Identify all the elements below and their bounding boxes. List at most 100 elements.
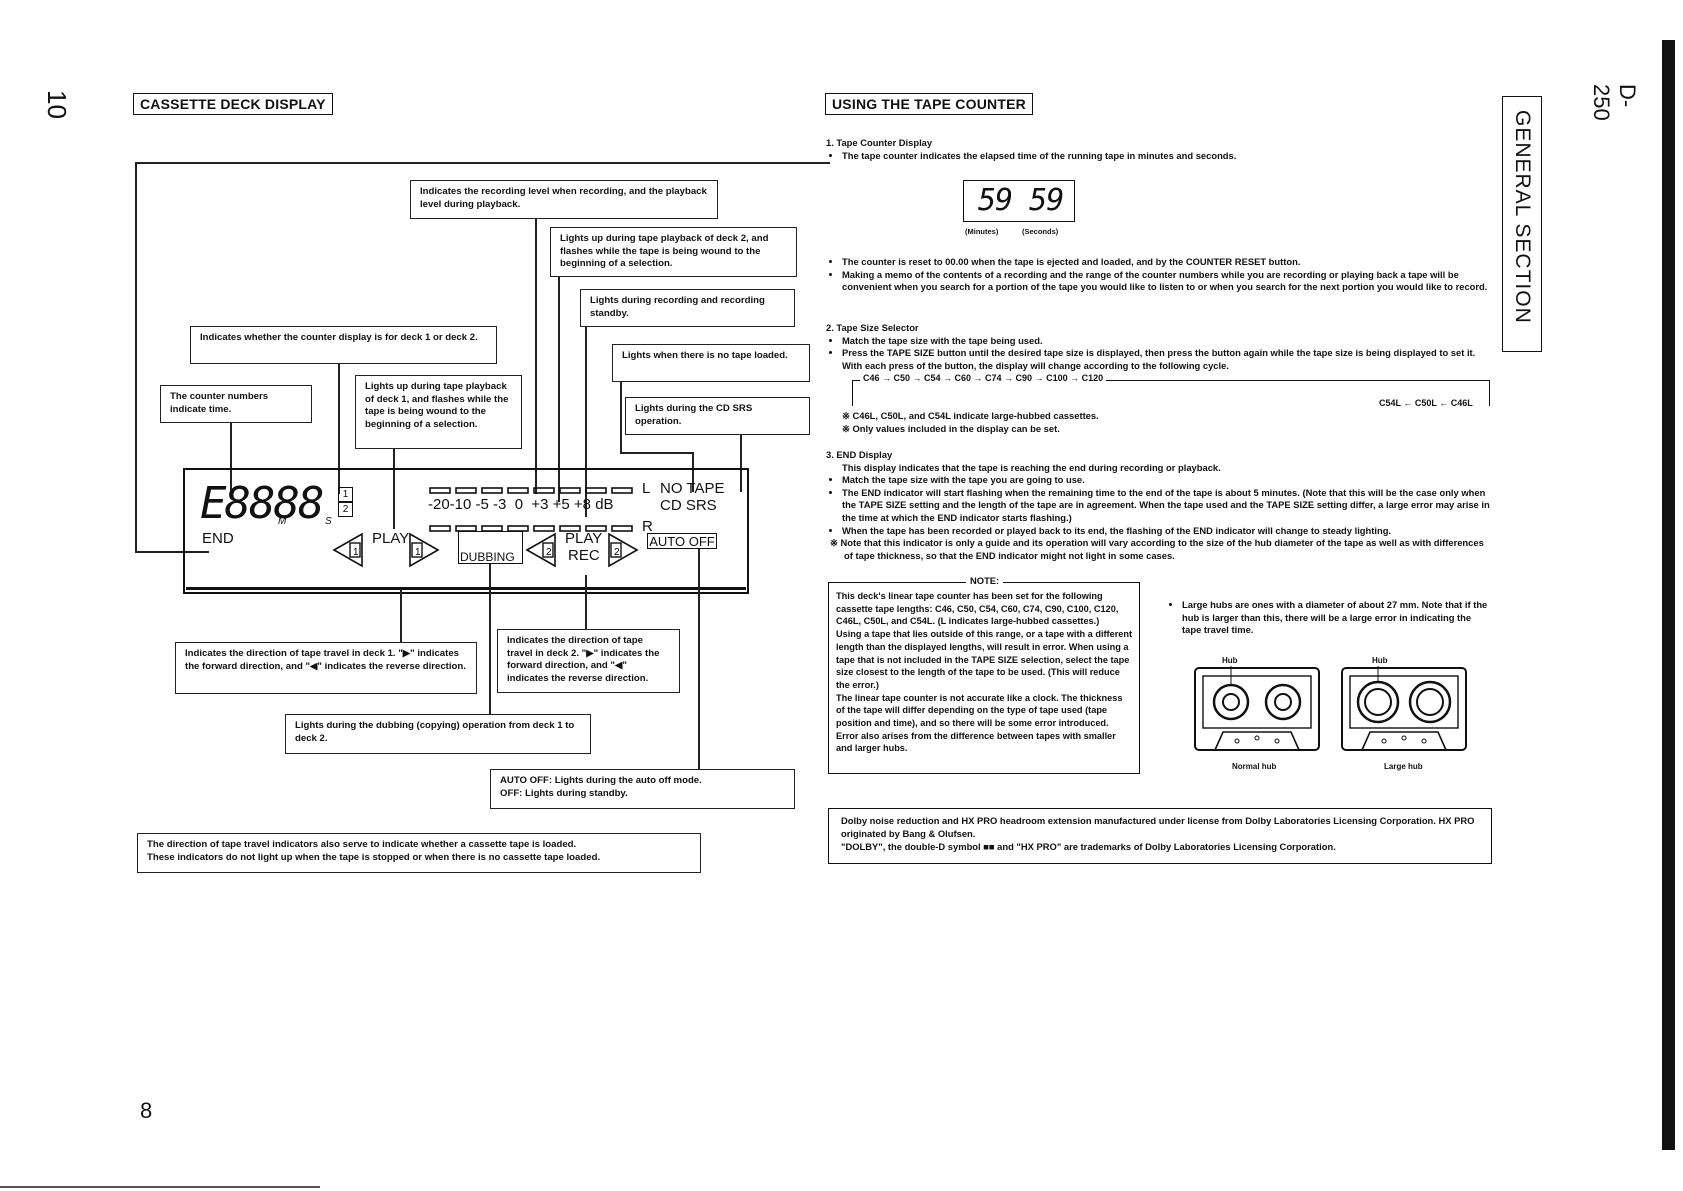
side-section-label: GENERAL SECTION bbox=[1511, 110, 1534, 324]
normal-hub-label: Normal hub bbox=[1232, 762, 1277, 771]
note-line-1: The direction of tape travel indicators … bbox=[147, 839, 577, 850]
dubbing-label: DUBBING bbox=[460, 550, 515, 564]
l-channel-indicator: L bbox=[642, 480, 651, 497]
bracket-line bbox=[135, 162, 137, 552]
cycle-bottom: C54L ← C50L ← C46L bbox=[1376, 397, 1476, 410]
callout-deck2-play: Lights up during tape playback of deck 2… bbox=[550, 227, 797, 277]
counter-example-display bbox=[963, 180, 1075, 222]
callout-auto-off: AUTO OFF: Lights during the auto off mod… bbox=[490, 769, 795, 809]
counter-m: M bbox=[278, 516, 287, 527]
counter-example-value: 59 59 bbox=[978, 183, 1064, 218]
bracket-line bbox=[135, 162, 830, 164]
counter-minutes-label: (Minutes) bbox=[965, 227, 999, 236]
no-tape-indicator: NO TAPE bbox=[660, 480, 725, 497]
off-text: OFF: Lights during standby. bbox=[500, 787, 628, 799]
note-line-2: These indicators do not light up when th… bbox=[147, 851, 601, 863]
dubbing-indicator bbox=[458, 531, 523, 564]
leader-line bbox=[338, 364, 340, 494]
section-2-note-2: ※ Only values included in the display ca… bbox=[842, 422, 1060, 434]
leader-line bbox=[535, 219, 537, 494]
leader-line bbox=[692, 452, 694, 492]
leader-line bbox=[698, 549, 700, 769]
callout-deck2-direction: Indicates the direction of tape travel i… bbox=[497, 629, 680, 693]
normal-hub-cassette bbox=[1194, 666, 1320, 751]
leader-line bbox=[393, 449, 395, 529]
svg-text:2: 2 bbox=[546, 547, 552, 558]
dolby-text-2: "DOLBY", the double-D symbol ■■ and "HX … bbox=[841, 841, 1336, 852]
section-3-title: 3. END Display bbox=[826, 449, 893, 460]
section-3-intro: This display indicates that the tape is … bbox=[842, 461, 1221, 473]
section-header-cassette-deck-display: CASSETTE DECK DISPLAY bbox=[133, 93, 333, 115]
section-1-title: 1. Tape Counter Display bbox=[826, 137, 933, 148]
play1-indicator: PLAY bbox=[372, 530, 410, 547]
note-paragraph-2: Using a tape that lies outside of this r… bbox=[836, 629, 1133, 690]
hub-label-large: Hub bbox=[1372, 656, 1388, 665]
callout-dubbing: Lights during the dubbing (copying) oper… bbox=[285, 714, 591, 754]
large-hub-cassette bbox=[1341, 666, 1467, 751]
callout-deck1-play: Lights up during tape playback of deck 1… bbox=[355, 375, 522, 449]
leader-line bbox=[740, 435, 742, 492]
black-edge-bar bbox=[1662, 40, 1675, 1150]
hub-note: Large hubs are ones with a diameter of a… bbox=[1168, 599, 1490, 637]
note-paragraph-3: The linear tape counter is not accurate … bbox=[836, 692, 1123, 754]
leader-line bbox=[585, 327, 587, 517]
leader-line bbox=[620, 382, 622, 452]
side-section-tab bbox=[1502, 96, 1542, 352]
dolby-license-box: Dolby noise reduction and HX PRO headroo… bbox=[828, 808, 1492, 864]
counter-seconds-label: (Seconds) bbox=[1022, 227, 1059, 236]
leader-line bbox=[558, 277, 560, 502]
deck2-indicator: 2 bbox=[338, 502, 353, 517]
section-1-bullet-1: The tape counter indicates the elapsed t… bbox=[842, 150, 1486, 163]
svg-text:1: 1 bbox=[415, 547, 421, 558]
note-title: NOTE: bbox=[966, 575, 1004, 588]
section-1-continued: The counter is reset to 00.00 when the t… bbox=[826, 256, 1491, 294]
bracket-line bbox=[135, 551, 209, 553]
callout-deck1-direction: Indicates the direction of tape travel i… bbox=[175, 642, 477, 694]
svg-text:1: 1 bbox=[353, 547, 359, 558]
play2-indicator: PLAY bbox=[565, 530, 603, 547]
callout-no-tape: Lights when there is no tape loaded. bbox=[612, 344, 810, 382]
model-label: D-250 bbox=[1589, 84, 1640, 121]
section-2-note-1: ※ C46L, C50L, and C54L indicate large-hu… bbox=[842, 410, 1099, 421]
counter-digits: E8888 bbox=[200, 478, 324, 529]
section-2: 2. Tape Size Selector Match the tape siz… bbox=[826, 322, 1491, 372]
counter-s: S bbox=[325, 516, 332, 527]
callout-cd-srs: Lights during the CD SRS operation. bbox=[625, 397, 810, 435]
tape-size-cycle bbox=[852, 380, 1490, 406]
section-1: 1. Tape Counter Display The tape counter… bbox=[826, 137, 1486, 162]
callout-counter-deck: Indicates whether the counter display is… bbox=[190, 326, 497, 364]
dolby-text-1: Dolby noise reduction and HX PRO headroo… bbox=[841, 815, 1475, 839]
level-meter bbox=[429, 487, 633, 532]
callout-rec-level: Indicates the recording level when recor… bbox=[410, 180, 718, 219]
section-2-notes: ※ C46L, C50L, and C54L indicate large-hu… bbox=[842, 410, 1482, 435]
note-paragraph-1: This deck's linear tape counter has been… bbox=[836, 591, 1119, 627]
cassette-deck-display bbox=[183, 468, 749, 594]
section-1-bullet-3: Making a memo of the contents of a recor… bbox=[842, 269, 1491, 294]
section-2-bullet-2: Press the TAPE SIZE button until the des… bbox=[842, 347, 1491, 372]
scan-edge-line bbox=[0, 1186, 320, 1188]
deck1-direction-arrows: 1 1 bbox=[332, 532, 440, 568]
leader-line bbox=[585, 575, 587, 630]
deck2-direction-arrows: 2 2 bbox=[525, 532, 639, 568]
level-scale: -20-10 -5 -3 0 +3 +5 +8 dB bbox=[428, 496, 614, 513]
hub-label-normal: Hub bbox=[1222, 656, 1238, 665]
section-1-bullet-2: The counter is reset to 00.00 when the t… bbox=[842, 256, 1491, 269]
section-3: 3. END Display This display indicates th… bbox=[826, 449, 1491, 562]
svg-text:2: 2 bbox=[614, 547, 620, 558]
section-2-bullet-1: Match the tape size with the tape being … bbox=[842, 335, 1491, 348]
leader-line bbox=[400, 590, 402, 642]
section-3-note: ※ Note that this indicator is only a gui… bbox=[830, 537, 1484, 561]
page-number-bottom: 8 bbox=[140, 1098, 153, 1123]
section-2-title: 2. Tape Size Selector bbox=[826, 322, 919, 333]
callout-counter-time: The counter numbers indicate time. bbox=[160, 385, 312, 423]
hub-note-text: Large hubs are ones with a diameter of a… bbox=[1182, 599, 1490, 637]
rec-indicator: REC bbox=[568, 547, 600, 564]
section-header-using-tape-counter: USING THE TAPE COUNTER bbox=[825, 93, 1033, 115]
cycle-top: C46 → C50 → C54 → C60 → C74 → C90 → C100… bbox=[860, 372, 1107, 385]
leader-line bbox=[230, 423, 232, 499]
cd-srs-indicator: CD SRS bbox=[660, 497, 717, 514]
section-3-bullet-1: Match the tape size with the tape you ar… bbox=[842, 474, 1491, 487]
deck1-indicator: 1 bbox=[338, 487, 353, 502]
callout-rec-standby: Lights during recording and recording st… bbox=[580, 289, 795, 327]
section-3-bullet-3: When the tape has been recorded or playe… bbox=[842, 525, 1491, 538]
